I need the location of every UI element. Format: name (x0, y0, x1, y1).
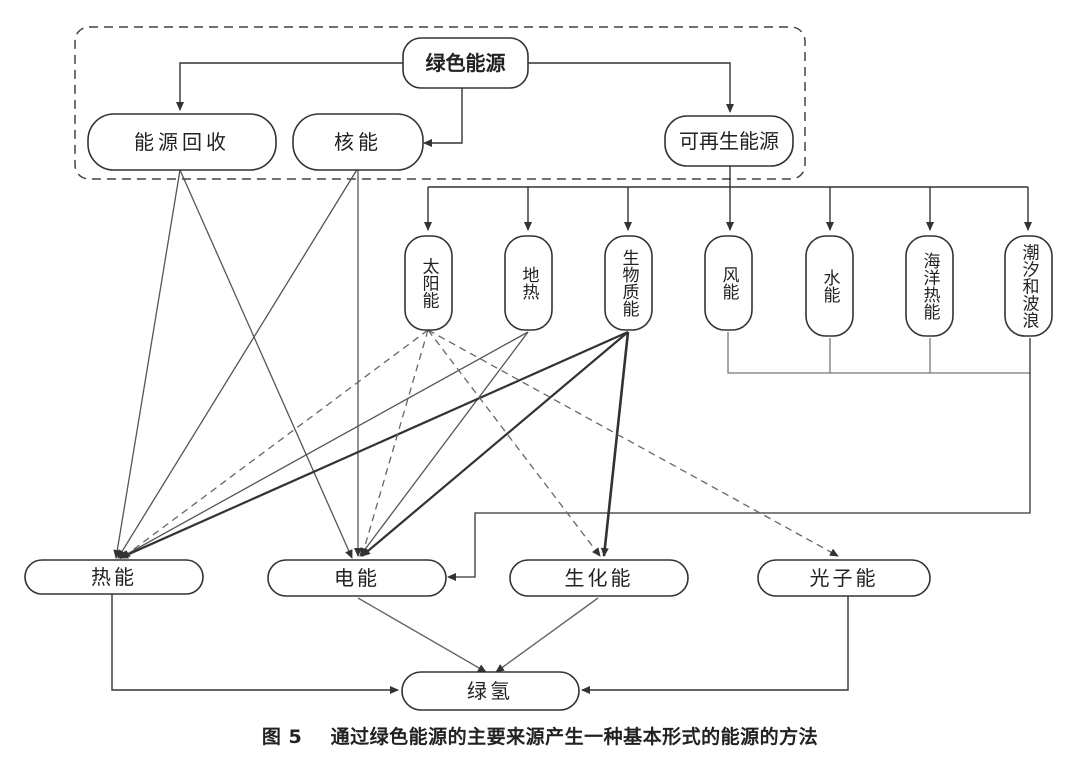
node-green-energy: 绿色能源 (402, 37, 529, 89)
node-hydro: 水能 (805, 235, 854, 337)
hydrogen-flows (111, 594, 849, 694)
node-wind: 风能 (704, 235, 753, 331)
top-connectors (176, 62, 734, 147)
node-heat: 热能 (24, 559, 204, 595)
solid-flows (113, 167, 630, 560)
node-renewable-label: 可再生能源 (679, 129, 779, 153)
node-solar-label: 太阳能 (419, 257, 440, 309)
node-biomass-label: 生物质能 (619, 249, 640, 318)
node-nuclear-label: 核能 (334, 130, 382, 154)
node-nuclear: 核能 (292, 113, 424, 171)
node-hydro-label: 水能 (820, 269, 841, 304)
node-biochemical-label: 生化能 (565, 566, 634, 590)
node-solar: 太阳能 (404, 235, 453, 331)
node-energy-recovery: 能源回收 (87, 113, 277, 171)
node-green-hydrogen-label: 绿氢 (467, 679, 513, 703)
node-geothermal: 地热 (504, 235, 553, 331)
node-green-hydrogen: 绿氢 (401, 671, 580, 711)
node-tidal-wave: 潮汐和波浪 (1004, 235, 1053, 337)
node-tidal-wave-label: 潮汐和波浪 (1019, 243, 1040, 328)
node-photon-label: 光子能 (810, 566, 879, 590)
node-electric: 电能 (267, 559, 447, 597)
node-wind-label: 风能 (719, 266, 740, 301)
node-renewable: 可再生能源 (664, 115, 794, 167)
node-geothermal-label: 地热 (519, 266, 540, 300)
figure-caption: 图 5 通过绿色能源的主要来源产生一种基本形式的能源的方法 (0, 722, 1080, 749)
figure-caption-text: 通过绿色能源的主要来源产生一种基本形式的能源的方法 (330, 726, 819, 748)
source-group-box (74, 26, 806, 180)
renewables-to-electric (447, 332, 1031, 581)
figure-number: 图 5 (261, 726, 303, 748)
renewable-bus (424, 166, 1032, 231)
node-green-energy-label: 绿色能源 (426, 51, 506, 75)
node-photon: 光子能 (757, 559, 931, 597)
node-electric-label: 电能 (334, 566, 380, 590)
node-ocean-thermal-label: 海洋热能 (920, 252, 941, 321)
node-biochemical: 生化能 (509, 559, 689, 597)
node-heat-label: 热能 (91, 565, 137, 589)
node-ocean-thermal: 海洋热能 (905, 235, 954, 337)
node-biomass: 生物质能 (604, 235, 653, 331)
solar-dashed-flows (121, 329, 839, 559)
node-energy-recovery-label: 能源回收 (134, 130, 230, 154)
